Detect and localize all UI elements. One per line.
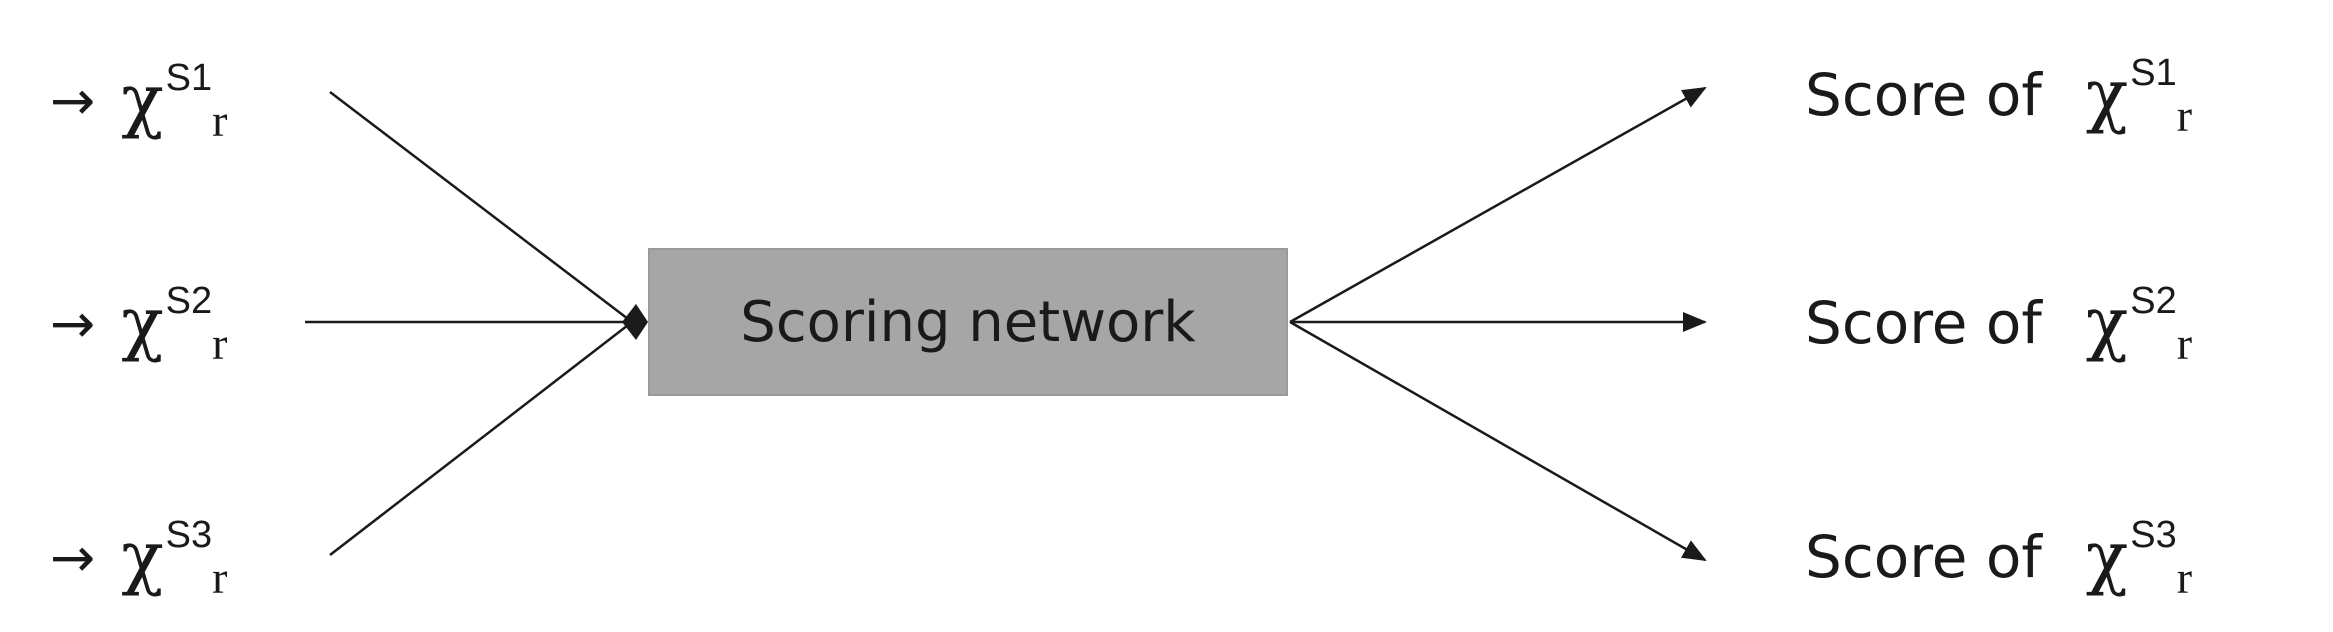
input-arrow-icon: → xyxy=(50,291,96,355)
input-var-subscript: r xyxy=(212,317,228,369)
output-line-3 xyxy=(1289,320,1707,562)
output-label-1: Score of χ S1 r xyxy=(1805,50,2193,141)
input-var-symbol: χ xyxy=(121,516,164,598)
input-arrow-icon: → xyxy=(50,525,96,589)
output-label-2: Score of χ S2 r xyxy=(1805,278,2193,369)
scoring-network-label: Scoring network xyxy=(740,289,1196,355)
output-var-symbol: χ xyxy=(2085,54,2129,136)
output-var-superscript: S1 xyxy=(2130,51,2177,94)
output-var-subscript: r xyxy=(2176,317,2193,369)
input-var-superscript: S2 xyxy=(165,279,213,322)
input-var-symbol: χ xyxy=(121,282,164,364)
input-var-superscript: S3 xyxy=(165,513,213,556)
input-label-1: → χ S1 r xyxy=(50,55,228,146)
input-line-3 xyxy=(329,321,633,556)
output-var-subscript: r xyxy=(2176,89,2193,141)
output-label-3: Score of χ S3 r xyxy=(1805,512,2193,603)
input-line-1 xyxy=(329,91,633,323)
input-var-symbol: χ xyxy=(121,59,164,141)
output-prefix-text: Score of xyxy=(1805,523,2042,591)
output-prefix-text: Score of xyxy=(1805,61,2042,129)
output-var-symbol: χ xyxy=(2085,516,2129,598)
input-var-superscript: S1 xyxy=(165,56,213,99)
input-var-subscript: r xyxy=(212,94,228,146)
input-label-2: → χ S2 r xyxy=(50,278,228,369)
input-var-subscript: r xyxy=(212,551,228,603)
output-var-symbol: χ xyxy=(2085,282,2129,364)
output-prefix-text: Score of xyxy=(1805,289,2042,357)
output-var-superscript: S3 xyxy=(2130,513,2177,556)
convergence-arrowhead xyxy=(622,304,648,340)
output-var-subscript: r xyxy=(2176,551,2193,603)
input-label-3: → χ S3 r xyxy=(50,512,228,603)
output-line-1 xyxy=(1289,86,1707,324)
output-var-superscript: S2 xyxy=(2130,279,2177,322)
scoring-network-box: Scoring network xyxy=(648,248,1288,396)
input-arrow-icon: → xyxy=(50,68,96,132)
